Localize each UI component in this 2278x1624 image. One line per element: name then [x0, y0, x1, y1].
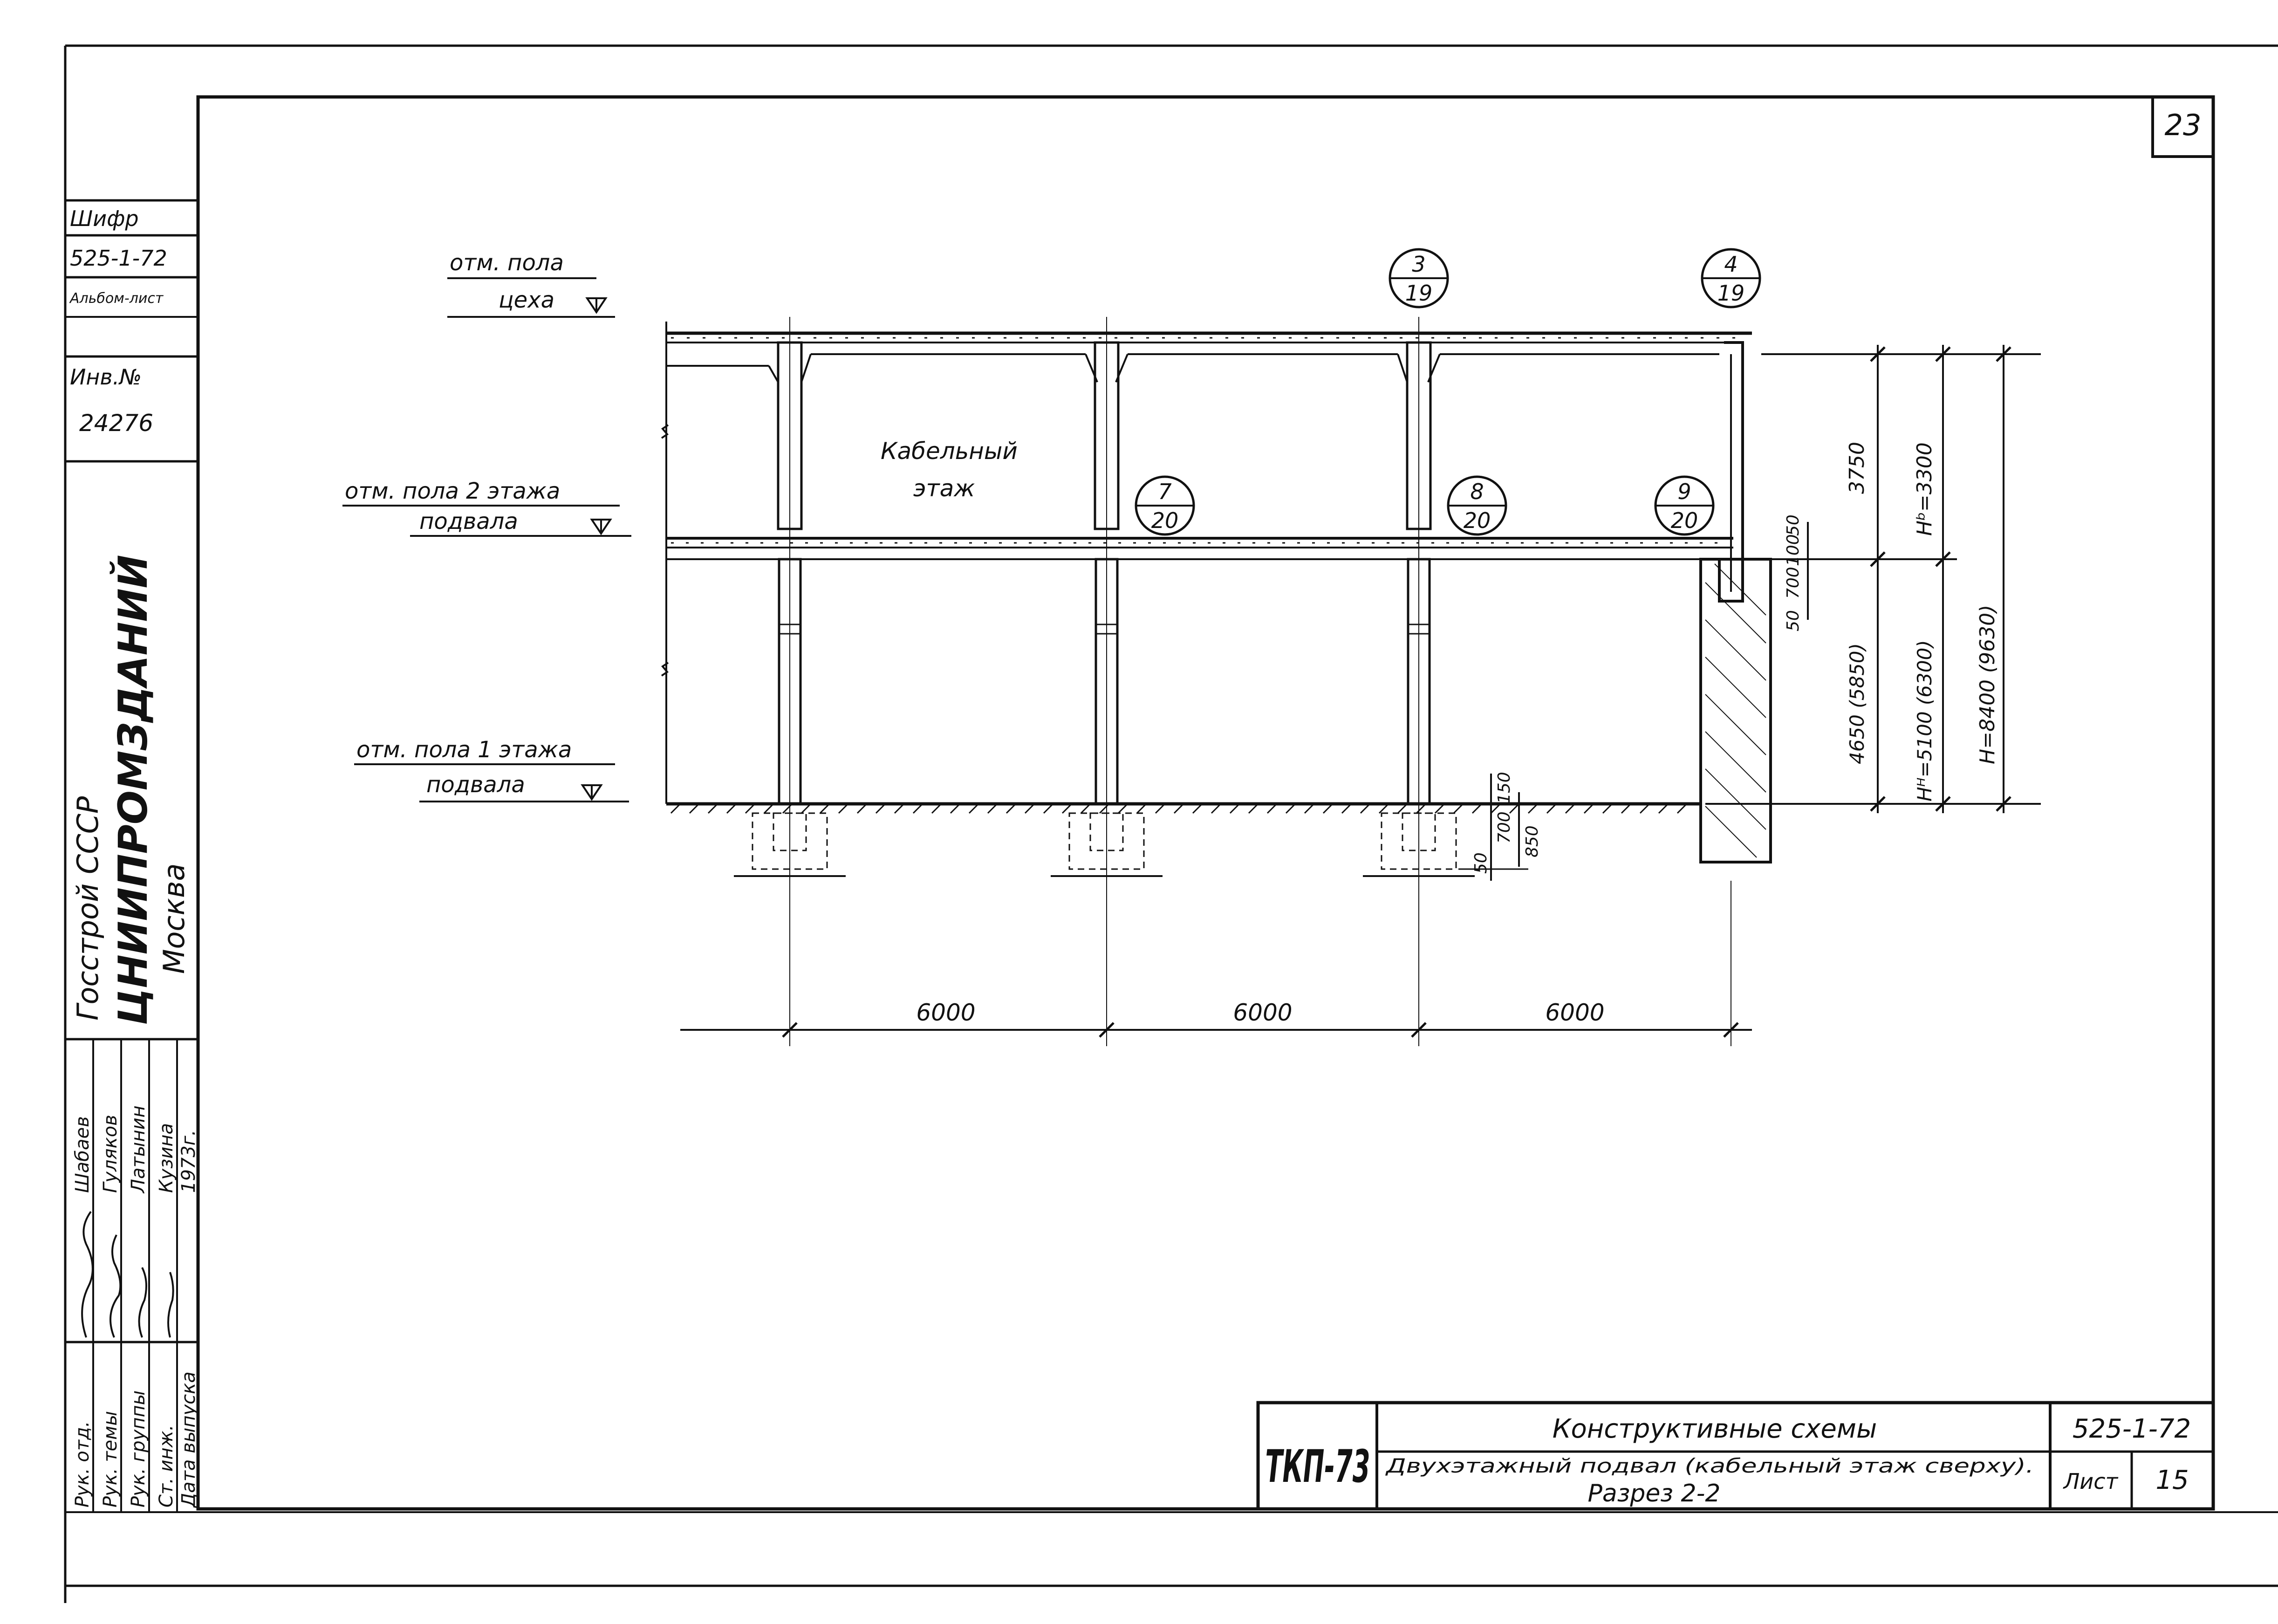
foundation-dim-150: 150	[1495, 772, 1514, 804]
signature-2	[109, 1234, 122, 1338]
page-number-box: 23	[2151, 96, 2215, 158]
callout-3-19: 3 19	[1389, 248, 1449, 308]
level-marker-basement-1: отм. пола 1 этажа подвала	[354, 737, 629, 802]
svg-text:3: 3	[1412, 252, 1425, 277]
grid-axes	[789, 317, 1731, 1046]
org-line-2: ЦНИИПРОМЗДАНИЙ	[109, 555, 157, 1025]
room-label-line-2: этаж	[913, 475, 975, 502]
callout-7-20: 7 20	[1135, 475, 1195, 536]
role-4: Ст. инж.	[156, 1425, 177, 1508]
svg-text:20: 20	[1151, 508, 1179, 533]
level-marker-basement-2: отм. пола 2 этажа подвала	[342, 478, 631, 537]
room-label-line-1: Кабельный	[881, 438, 1018, 465]
svg-text:9: 9	[1677, 479, 1691, 504]
role-2: Рук. темы	[100, 1411, 121, 1508]
stamp: ТКП-73	[1266, 1440, 1370, 1493]
svg-text:19: 19	[1717, 281, 1745, 306]
title-line-1: Конструктивные схемы	[1553, 1414, 1877, 1444]
role-3: Рук. группы	[128, 1391, 149, 1508]
top-slab	[666, 331, 1752, 383]
building-section	[661, 317, 1772, 1046]
dim-h-8400: Н=8400 (9630)	[1976, 605, 1999, 764]
level-b2-line-1: отм. пола 2 этажа	[345, 478, 560, 504]
signature-3	[138, 1267, 147, 1338]
dim-100: 100	[1784, 534, 1803, 566]
album-sheet-label: Альбом-лист	[69, 290, 164, 307]
svg-text:8: 8	[1470, 479, 1484, 504]
span-dimensions: 6000 6000 6000	[680, 999, 1752, 1038]
dim-700: 700	[1784, 567, 1803, 599]
title-line-3: Разрез 2-2	[1588, 1480, 1721, 1508]
retaining-wall	[1699, 341, 1772, 863]
svg-text:7: 7	[1158, 479, 1171, 504]
vertical-dimensions: 3750 Нᵇ=3300 Н=8400 (9630) 4650 (5850) Н…	[1705, 345, 2041, 813]
level-b1-line-1: отм. пола 1 этажа	[356, 737, 572, 763]
svg-text:20: 20	[1671, 508, 1698, 533]
callout-4-19: 4 19	[1701, 248, 1761, 308]
inv-label: Инв.№	[70, 364, 142, 390]
ground-line	[666, 802, 1701, 814]
signature-1	[81, 1211, 94, 1338]
svg-text:4: 4	[1724, 252, 1738, 277]
svg-text:20: 20	[1464, 508, 1491, 533]
sheet-label: Лист	[2063, 1469, 2119, 1494]
span-1: 6000	[916, 999, 975, 1026]
level-marker-shop: отм. пола цеха	[447, 250, 615, 318]
title-block: ТКП-73 Конструктивные схемы Двухэтажный …	[1256, 1401, 2215, 1511]
level-b2-line-2: подвала	[419, 508, 518, 534]
foundation-dimensions: 150 700 50 850	[1458, 772, 1542, 881]
org-line-3: Москва	[157, 863, 191, 974]
side-info-block: Шифр 525-1-72 Альбом-лист Инв.№ 24276 Го…	[65, 199, 199, 1512]
span-3: 6000	[1545, 999, 1604, 1026]
dim-50-top: 50	[1784, 514, 1803, 536]
title-line-2: Двухэтажный подвал (кабельный этаж сверх…	[1385, 1454, 2034, 1477]
name-3: Латынин	[128, 1105, 149, 1194]
inv-value: 24276	[79, 410, 153, 437]
foundation-dim-850: 850	[1523, 825, 1542, 857]
dim-3750: 3750	[1845, 442, 1869, 494]
span-2: 6000	[1233, 999, 1292, 1026]
callout-8-20: 8 20	[1447, 475, 1507, 536]
sheet-code: 525-1-72	[2073, 1414, 2191, 1444]
name-4: Кузина	[156, 1123, 177, 1193]
name-1: Шабаев	[72, 1116, 93, 1193]
org-line-1: Госстрой СССР	[71, 796, 105, 1021]
role-1: Рук. отд.	[72, 1421, 93, 1508]
signature-4	[167, 1272, 174, 1338]
dim-hb-3300: Нᵇ=3300	[1913, 442, 1936, 536]
sheet-number: 15	[2155, 1465, 2189, 1495]
foundation-dim-700: 700	[1495, 811, 1514, 843]
foundation-dim-50: 50	[1471, 852, 1491, 874]
level-b1-line-2: подвала	[426, 772, 525, 798]
name-5: 1973г.	[178, 1130, 199, 1193]
callout-9-20: 9 20	[1654, 475, 1715, 536]
dim-50-bottom: 50	[1784, 610, 1803, 631]
middle-slab	[666, 537, 1733, 560]
level-shop-line-1: отм. пола	[450, 250, 564, 276]
svg-text:19: 19	[1405, 281, 1433, 306]
dim-4650: 4650 (5850)	[1846, 643, 1868, 764]
dim-hn-5100: Нᴴ=5100 (6300)	[1913, 640, 1936, 802]
name-2: Гуляков	[100, 1115, 121, 1193]
drawing-frame	[196, 95, 2215, 1511]
role-5: Дата выпуска	[178, 1371, 199, 1508]
cipher-label: Шифр	[70, 206, 139, 231]
level-shop-line-2: цеха	[499, 287, 554, 313]
page-number: 23	[2165, 108, 2202, 142]
cipher-value: 525-1-72	[70, 246, 167, 271]
